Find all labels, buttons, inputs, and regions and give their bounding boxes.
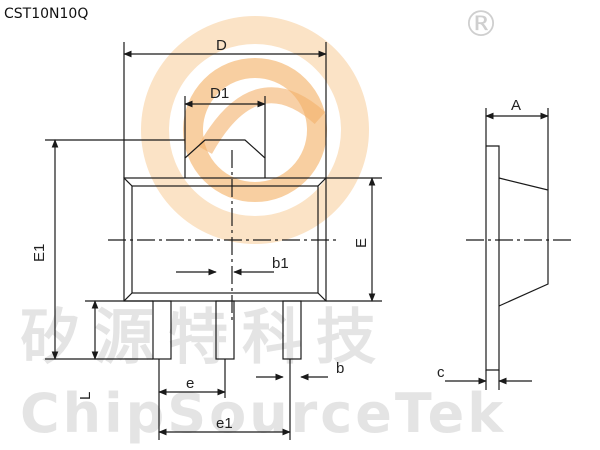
- label-E1: E1: [31, 244, 48, 262]
- side-view-body: [498, 177, 549, 307]
- label-D: D: [216, 37, 227, 54]
- lead-left: [152, 300, 172, 360]
- label-D1: D1: [210, 85, 229, 102]
- part-number-title: CST10N10Q: [4, 6, 89, 22]
- side-view-tab: [485, 145, 500, 371]
- label-c: c: [437, 364, 445, 381]
- lead-right: [282, 300, 302, 360]
- tab-outline: [184, 139, 266, 178]
- watermark-english: ChipSourceTek: [20, 382, 506, 445]
- label-b: b: [336, 360, 344, 377]
- watermark-logo: [141, 16, 369, 244]
- label-A: A: [511, 97, 521, 114]
- label-b1: b1: [272, 255, 289, 272]
- label-e1: e1: [216, 415, 233, 432]
- registered-mark: ®: [463, 4, 499, 45]
- watermark-chinese: 矽源特科技: [20, 303, 390, 373]
- label-E: E: [353, 238, 370, 248]
- label-e: e: [186, 375, 194, 392]
- label-L: L: [77, 392, 94, 400]
